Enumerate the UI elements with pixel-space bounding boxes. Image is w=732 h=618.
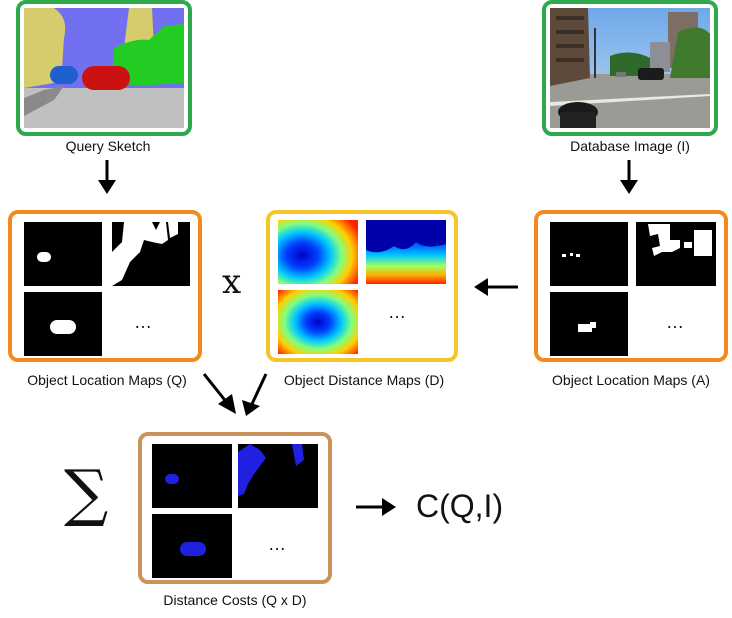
database-image-caption: Database Image (I) [570,138,690,154]
location-maps-q-caption: Object Location Maps (Q) [27,372,187,388]
location-maps-q-ellipsis: … [134,312,153,332]
location-map-q-tile-3 [24,292,102,356]
location-map-q-tile-2 [112,222,190,286]
distance-cost-tile-3 [152,514,232,578]
location-map-a-tile-2 [636,222,716,286]
arrow-right [356,496,396,518]
location-map-q-tile-1 [24,222,102,286]
location-maps-a-ellipsis: … [666,312,685,332]
distance-maps-d-ellipsis: … [388,302,407,322]
distance-cost-tile-2 [238,444,318,508]
arrow-down-left [96,160,118,196]
distance-costs-frame: … [138,432,332,584]
distance-costs-caption: Distance Costs (Q x D) [163,592,307,608]
distance-map-d-tile-2 [366,220,446,284]
arrow-diagonal-left [238,372,270,416]
location-map-a-tile-3 [550,292,628,356]
arrow-diagonal-right [200,372,240,416]
database-image-frame [542,0,718,136]
multiply-symbol: x [222,262,242,302]
distance-map-d-tile-1 [278,220,358,284]
sum-symbol: ∑ [64,456,109,529]
arrow-down-right [618,160,640,196]
location-maps-q-frame: … [8,210,202,362]
result-label: C(Q,I) [416,488,504,524]
arrow-left [474,276,518,298]
database-image-photo [550,8,710,128]
query-sketch-frame [16,0,192,136]
location-map-a-tile-1 [550,222,628,286]
distance-maps-d-frame: … [266,210,458,362]
location-maps-a-caption: Object Location Maps (A) [552,372,710,388]
distance-maps-d-caption: Object Distance Maps (D) [283,372,445,388]
distance-cost-tile-1 [152,444,232,508]
query-sketch-image [24,8,184,128]
distance-map-d-tile-3 [278,290,358,354]
location-maps-a-frame: … [534,210,728,362]
distance-costs-ellipsis: … [268,534,287,554]
query-sketch-caption: Query Sketch [65,138,151,154]
